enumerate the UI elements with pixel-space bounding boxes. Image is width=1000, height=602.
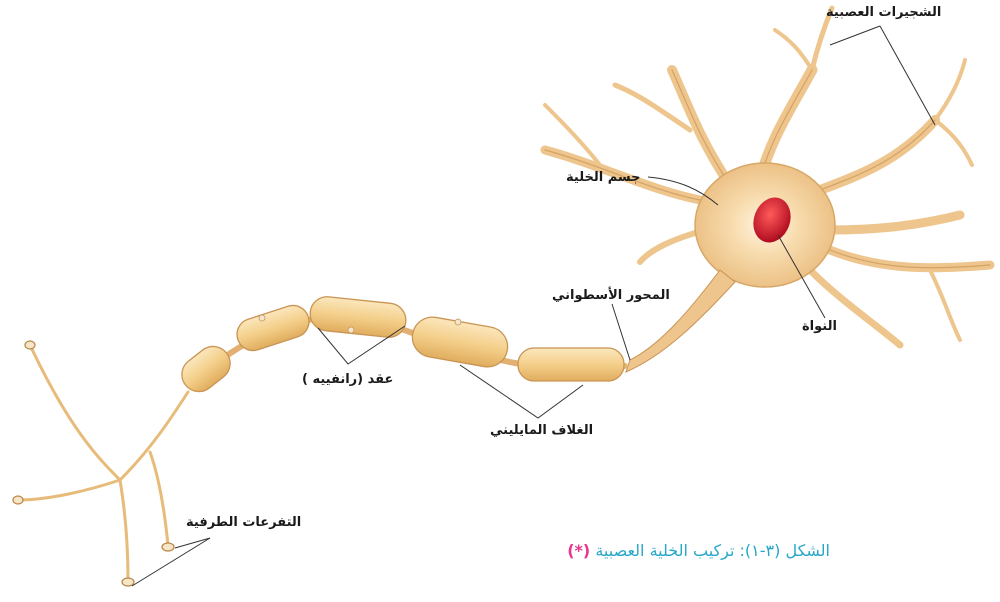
label-nucleus: النواة (802, 320, 837, 333)
label-cell-body: جسم الخلية (566, 171, 641, 184)
label-axon: المحور الأسطواني (552, 289, 670, 302)
axon-hillock (626, 270, 735, 372)
caption-text: الشكل (٣-١): تركيب الخلية العصبية (595, 541, 830, 560)
myelin-segments (175, 295, 624, 398)
figure-caption: الشكل (٣-١): تركيب الخلية العصبية (*) (420, 541, 830, 560)
label-nodes-of-ranvier: عقد (رانفييه ) (302, 373, 393, 386)
leader-lines (132, 26, 935, 586)
caption-marker: (*) (567, 541, 590, 560)
label-dendrites: الشجيرات العصبية (826, 6, 941, 19)
label-axon-terminals: التفرعات الطرفية (186, 516, 301, 529)
label-myelin-sheath: الغلاف المايليني (490, 424, 593, 437)
